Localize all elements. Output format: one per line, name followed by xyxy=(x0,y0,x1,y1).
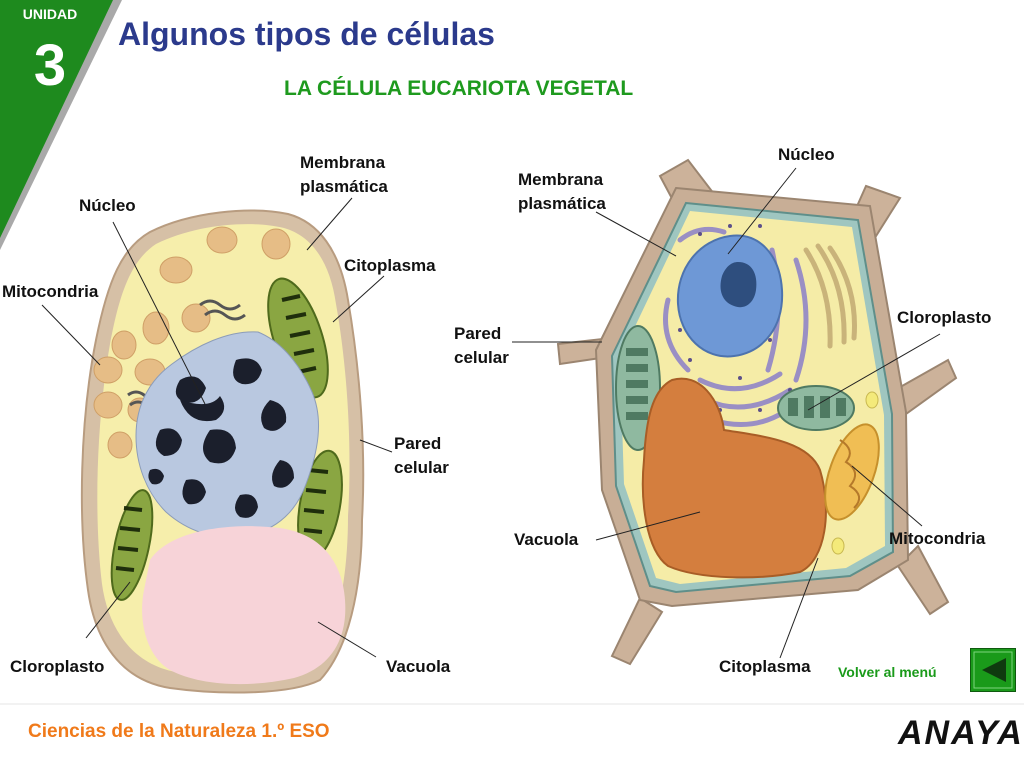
label-micro-nucleo: Núcleo xyxy=(79,196,136,215)
label-illus-membrana: Membrana plasmática xyxy=(518,170,606,213)
illustrated-golgi xyxy=(803,243,857,349)
label-illus-nucleo: Núcleo xyxy=(778,145,835,164)
page-subtitle: LA CÉLULA EUCARIOTA VEGETAL xyxy=(284,77,634,100)
micrograph-cell xyxy=(80,209,365,694)
illustrated-chloroplast-right xyxy=(777,385,855,431)
micrograph-chromatin xyxy=(148,358,294,518)
page-title: Algunos tipos de células xyxy=(118,16,495,52)
illustrated-mitochondrion xyxy=(824,423,880,521)
unit-badge xyxy=(0,0,122,250)
label-micro-pared: Pared celular xyxy=(394,434,449,477)
label-illus-pared: Pared celular xyxy=(454,324,509,367)
back-arrow-icon xyxy=(982,658,1006,682)
illustrated-leader-lines xyxy=(512,167,941,659)
illustrated-vesicle xyxy=(831,537,845,555)
unit-number: 3 xyxy=(33,33,67,98)
footer-course-title: Ciencias de la Naturaleza 1.º ESO xyxy=(28,721,330,742)
label-micro-cloroplasto: Cloroplasto xyxy=(10,657,105,676)
label-micro-mitocondria: Mitocondria xyxy=(2,282,99,301)
label-illus-cloroplasto: Cloroplasto xyxy=(897,308,992,327)
illustrated-vacuole xyxy=(641,377,827,579)
back-to-menu-button[interactable] xyxy=(969,647,1017,693)
unit-label: UNIDAD xyxy=(22,6,78,22)
micrograph-vacuole xyxy=(142,526,346,685)
micrograph-leader-lines xyxy=(41,197,393,658)
label-micro-membrana: Membrana plasmática xyxy=(300,153,388,196)
label-illus-vacuola: Vacuola xyxy=(514,530,579,549)
illustrated-ribosomes xyxy=(678,224,792,412)
illustrated-nucleolus xyxy=(720,262,757,308)
illustrated-vesicle xyxy=(865,391,879,409)
micrograph-chloroplasts xyxy=(110,277,343,601)
label-micro-vacuola: Vacuola xyxy=(386,657,451,676)
illustrated-cell xyxy=(556,158,958,666)
publisher-logo: ANAYA xyxy=(898,714,1024,752)
label-micro-citoplasma: Citoplasma xyxy=(344,256,436,275)
micrograph-mitochondria xyxy=(93,226,291,459)
label-illus-citoplasma: Citoplasma xyxy=(719,657,811,676)
label-illus-mitocondria: Mitocondria xyxy=(889,529,986,548)
back-to-menu-link[interactable]: Volver al menú xyxy=(838,664,937,680)
